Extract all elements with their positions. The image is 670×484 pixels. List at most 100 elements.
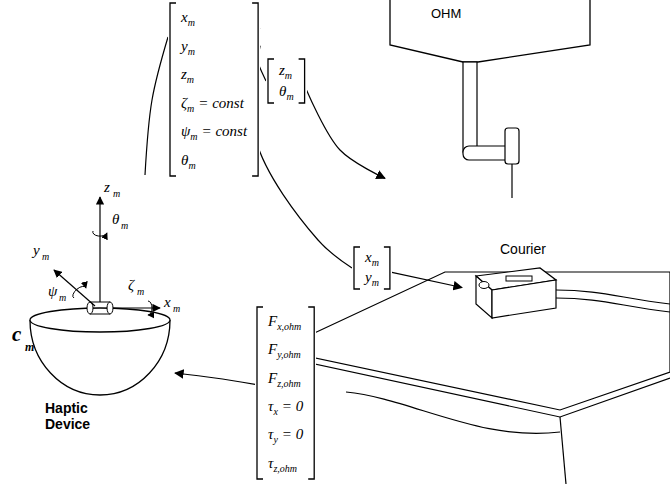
axis-subscript: m — [137, 287, 144, 297]
vector-row: θm — [279, 83, 294, 101]
vector-entry: θ — [279, 83, 286, 99]
vector-row: τz,ohm — [268, 455, 303, 473]
y-axis — [54, 270, 95, 306]
axis-symbol: c — [12, 324, 21, 345]
subscript: m — [188, 160, 195, 171]
vector-node: xmym — [352, 246, 392, 290]
vector-entry: F — [268, 370, 277, 386]
axis-symbol: θ — [112, 212, 119, 227]
signal-line — [145, 37, 168, 175]
axis-symbol: ζ — [128, 278, 134, 293]
axis-symbol: ψ — [48, 284, 57, 299]
theta-rotation — [93, 231, 107, 236]
vector-node: xmymzmζm= constψm= constθm — [168, 2, 260, 177]
vector-row: ym — [365, 269, 379, 287]
vector-entry: z — [279, 62, 285, 78]
subscript: m — [187, 103, 194, 114]
vector-entry: = 0 — [282, 426, 303, 442]
signal-arrow — [175, 373, 255, 384]
axis-subscript: m — [59, 293, 66, 303]
vector-row: θm — [181, 152, 247, 170]
component-node: OHM — [385, 0, 600, 205]
vector-row: ψm= const — [181, 123, 247, 141]
courier-knob — [479, 282, 489, 289]
ohm-shaft — [463, 62, 477, 152]
vector-bracket — [168, 2, 260, 177]
component-node: Courier — [462, 238, 567, 328]
vector-entry: τ — [268, 426, 273, 442]
vector-entry: F — [268, 313, 277, 329]
ohm-needle — [511, 164, 512, 198]
bracket-stroke — [170, 3, 258, 176]
signal-arrow — [392, 272, 462, 287]
vector-row: ym — [181, 38, 247, 56]
vector-entry: y — [365, 269, 372, 285]
vector-row: Fx,ohm — [268, 313, 303, 331]
vector-row: zm — [181, 66, 247, 84]
vector-node: z mθm — [266, 58, 307, 104]
axis-subscript: m — [25, 341, 34, 353]
vector-entry: τ — [268, 398, 273, 414]
subscript: m — [188, 17, 195, 28]
table-top — [278, 272, 670, 410]
subscript: y — [273, 434, 277, 445]
axis-subscript: m — [113, 189, 120, 199]
subscript: m — [188, 46, 195, 57]
vector-entry: F — [268, 341, 277, 357]
component-label: Courier — [500, 241, 546, 257]
subscript: x,ohm — [277, 321, 301, 332]
subscript: z,ohm — [273, 463, 297, 474]
subscript: m — [372, 257, 379, 268]
signal-arrow — [307, 90, 385, 178]
vector-entry: x — [181, 9, 188, 25]
axis-symbol: x — [164, 295, 171, 310]
vector-entry: = const — [202, 123, 248, 139]
vector-entry: = const — [198, 95, 244, 111]
psi-rotation — [73, 286, 86, 298]
vector-entry: τ — [268, 455, 273, 471]
subscript: m — [187, 74, 194, 85]
vector-entry: θ — [181, 152, 188, 168]
courier-front — [492, 280, 556, 318]
axis-subscript: m — [173, 304, 180, 314]
vector-entry: ζ — [181, 95, 187, 111]
force-feedback-line — [346, 392, 560, 433]
vector-entry: y — [181, 38, 188, 54]
bracket-stroke — [257, 307, 314, 479]
courier-side — [476, 276, 492, 318]
subscript: m — [372, 277, 379, 288]
subscript: m — [286, 91, 293, 102]
vector-entry: = 0 — [282, 398, 303, 414]
subscript: y,ohm — [277, 349, 301, 360]
zeta-rotation — [148, 301, 152, 315]
haptic-rim — [30, 308, 170, 332]
component-label: Haptic Device — [45, 400, 107, 432]
vector-entry: x — [365, 249, 372, 265]
vector-row: ζm = const — [181, 95, 247, 113]
vector-row: xm — [181, 9, 247, 27]
courier-slot — [506, 276, 532, 281]
vector-row: τx = 0 — [268, 398, 303, 416]
vector-row: Fz,ohm — [268, 370, 303, 388]
subscript: x — [273, 406, 277, 417]
bracket-stroke — [268, 59, 305, 103]
ohm-probe — [505, 128, 519, 164]
bracket-stroke — [354, 247, 390, 289]
table-skirt — [560, 417, 566, 484]
axis-subscript: m — [121, 221, 128, 231]
signal-line — [253, 46, 352, 268]
vector-bracket — [266, 58, 307, 104]
vector-row: xm — [365, 249, 379, 267]
vector-row: τy = 0 — [268, 426, 303, 444]
vector-entry: z — [181, 66, 187, 82]
table-edge — [278, 350, 670, 417]
z-axis — [99, 197, 100, 302]
axis-symbol: z — [104, 180, 110, 195]
axis-subscript: m — [42, 252, 49, 262]
vector-node: Fx,ohmFy,ohmFz,ohmτx= 0τy= 0τz,ohm — [255, 306, 316, 480]
